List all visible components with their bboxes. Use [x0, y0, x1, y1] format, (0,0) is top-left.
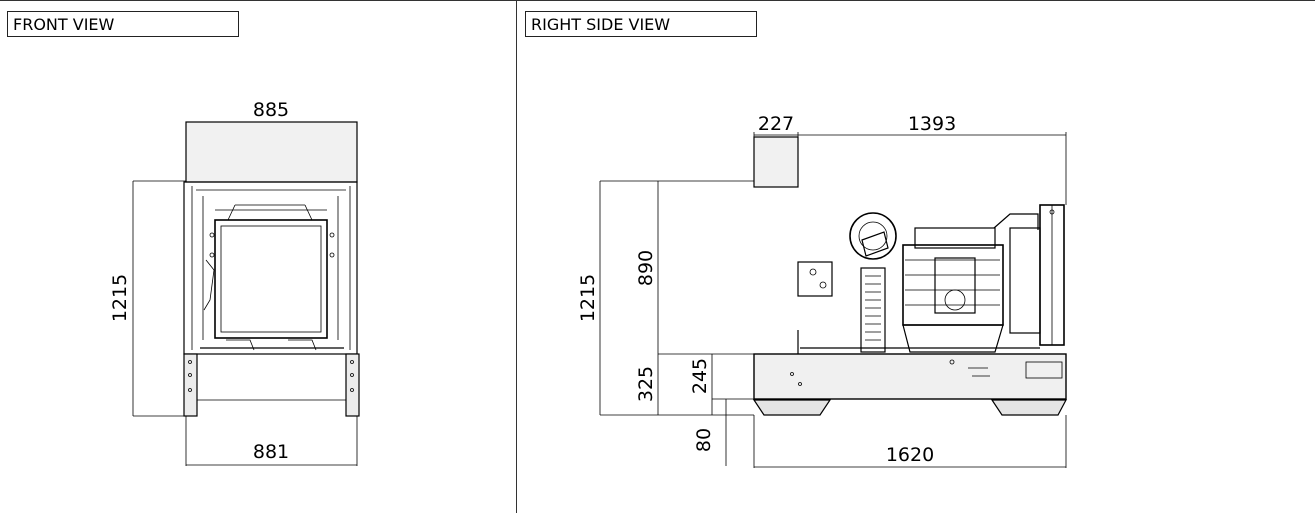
front-right-leg — [345, 353, 360, 417]
side-view-drawing: 227 1393 1620 1215 890 325 245 80 — [577, 113, 1067, 468]
front-view-drawing: 885 881 1215 — [109, 99, 360, 466]
alternator-box — [797, 261, 833, 297]
front-canopy — [185, 121, 358, 183]
side-frame-height-dim: 245 — [689, 358, 711, 394]
front-radiator — [214, 219, 328, 339]
side-foot-height-dim: 80 — [693, 428, 715, 452]
side-upper-height-dim: 890 — [635, 250, 657, 286]
side-total-height-dim: 1215 — [577, 274, 599, 322]
side-base-frame — [753, 353, 1067, 400]
side-overhang-block — [753, 136, 799, 188]
side-top-length-dim: 1393 — [908, 113, 956, 135]
side-view-title: RIGHT SIDE VIEW — [525, 11, 757, 37]
side-foot-left — [752, 399, 832, 416]
view-divider — [516, 0, 517, 513]
side-foot-right — [990, 399, 1067, 416]
side-overhang-dim: 227 — [758, 113, 794, 135]
side-base-length-dim: 1620 — [886, 444, 934, 466]
top-border-line — [0, 0, 1315, 1]
front-height-dim: 1215 — [109, 274, 131, 322]
front-left-leg — [183, 353, 198, 417]
side-base-height-dim: 325 — [635, 366, 657, 402]
front-top-width-dim: 885 — [253, 99, 289, 121]
side-control-panel — [1025, 361, 1063, 379]
front-bottom-width-dim: 881 — [253, 441, 289, 463]
side-grille — [860, 267, 886, 353]
front-frame — [183, 181, 358, 355]
side-blower — [849, 212, 897, 260]
front-view-title: FRONT VIEW — [7, 11, 239, 37]
